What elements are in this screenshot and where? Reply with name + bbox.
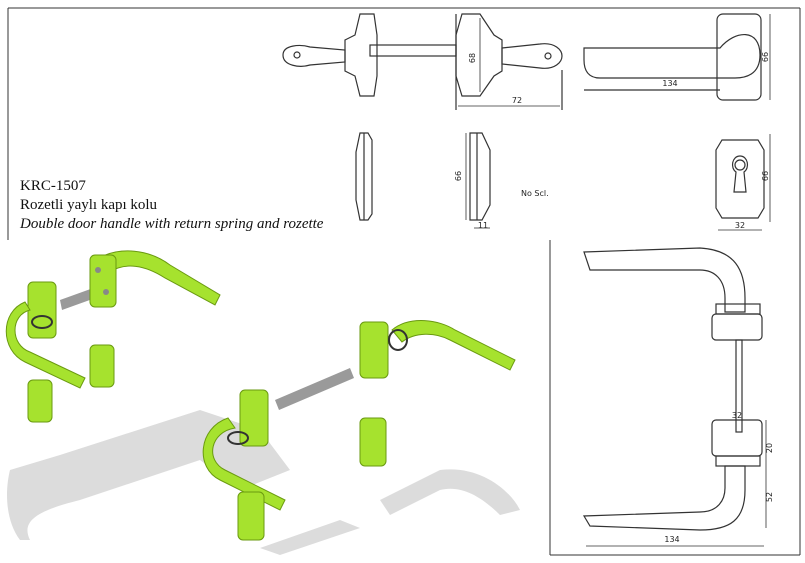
handle-upper-left — [94, 250, 221, 306]
assembly-side-view — [582, 247, 763, 531]
dim-side-length: 134 — [662, 79, 677, 88]
key-rosette-left-lower — [27, 379, 53, 423]
rosette-right-upper — [359, 321, 389, 379]
spring-ring-left — [31, 315, 53, 329]
shadow-shape-right — [380, 469, 520, 515]
side-view-handle — [583, 13, 762, 101]
product-name-english: Double door handle with return spring an… — [20, 216, 324, 232]
key-rosette-right — [359, 417, 387, 467]
screw-icon — [103, 289, 109, 295]
spring-ring-center — [227, 431, 249, 445]
dim-assembly-length: 134 — [664, 535, 679, 544]
rosette-center — [239, 389, 269, 447]
dim-rosette-side-height: 66 — [454, 171, 463, 181]
shadow-shape-left — [7, 410, 291, 540]
dim-assembly-offset: 52 — [765, 492, 774, 502]
spring-ring-right — [388, 329, 408, 351]
dim-rosette-front-height: 66 — [761, 171, 770, 181]
top-view — [282, 13, 563, 110]
shadow-shape-bottom — [260, 520, 360, 555]
product-code: KRC-1507 — [20, 178, 86, 194]
key-rosette-left-upper — [89, 344, 115, 388]
key-rosette-bottom — [237, 491, 265, 541]
dim-rosette-front-width: 32 — [735, 221, 745, 230]
screw-icon — [95, 267, 101, 273]
dim-top-width: 72 — [512, 96, 522, 105]
dim-assembly-spindle: 32 — [732, 411, 742, 420]
dim-top-height: 68 — [468, 53, 477, 63]
rosette-front-view — [715, 139, 765, 219]
exploded-3d-view — [5, 250, 520, 555]
handle-right-upper — [391, 320, 516, 371]
dim-assembly-rosette-height: 20 — [765, 443, 774, 453]
dim-side-height: 66 — [761, 52, 770, 62]
product-name-turkish: Rozetli yaylı kapı kolu — [20, 197, 158, 213]
no-scale-note: No Scl. — [521, 189, 549, 198]
rosette-left — [27, 281, 57, 339]
spindle-bar-center — [275, 368, 354, 410]
rosette-side-view-left — [355, 132, 373, 221]
dim-rosette-thickness: 11 — [478, 221, 488, 230]
rosette-upper-left — [89, 254, 117, 308]
rosette-side-view-right — [469, 132, 491, 221]
handle-left — [5, 301, 86, 389]
